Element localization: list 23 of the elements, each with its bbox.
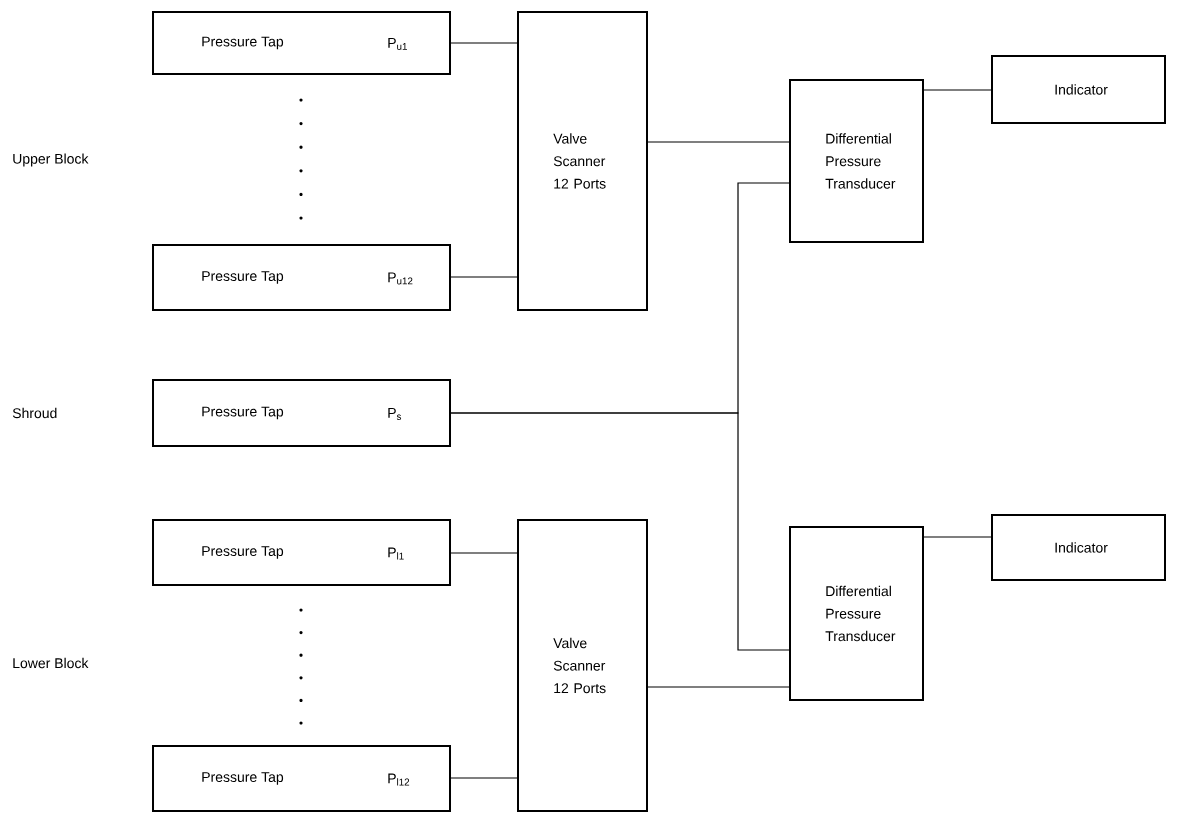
group-label: Shroud [12,407,57,419]
connector-line [647,686,790,688]
pressure-tap-box: Pressure Tap P$_{l1}$ [152,519,451,586]
connector-line [647,141,790,143]
connector-line [450,412,790,651]
pressure-tap-box: Pressure Tap P$_{l12}$ [152,745,451,812]
connector-line [923,536,992,538]
connector-line [450,777,518,779]
component-box: Valve Scanner 12 Ports [517,11,648,311]
component-box: Differential Pressure Transducer [789,79,924,243]
component-box: Valve Scanner 12 Ports [517,519,648,812]
connector-line [923,89,992,91]
pressure-tap-box: Pressure Tap P$_{s}$ [152,379,451,447]
connector-line [450,42,518,44]
component-box: Indicator [991,514,1166,581]
group-label: Upper Block [13,153,89,167]
connector-line [450,552,518,554]
connector-line [450,276,518,278]
group-label: Lower Block [13,657,89,669]
pressure-tap-box: Pressure Tap P$_{u1}$ [152,11,451,75]
component-box: Indicator [991,55,1166,124]
pressure-tap-box: Pressure Tap P$_{u12}$ [152,244,451,311]
component-box: Differential Pressure Transducer [789,526,924,701]
